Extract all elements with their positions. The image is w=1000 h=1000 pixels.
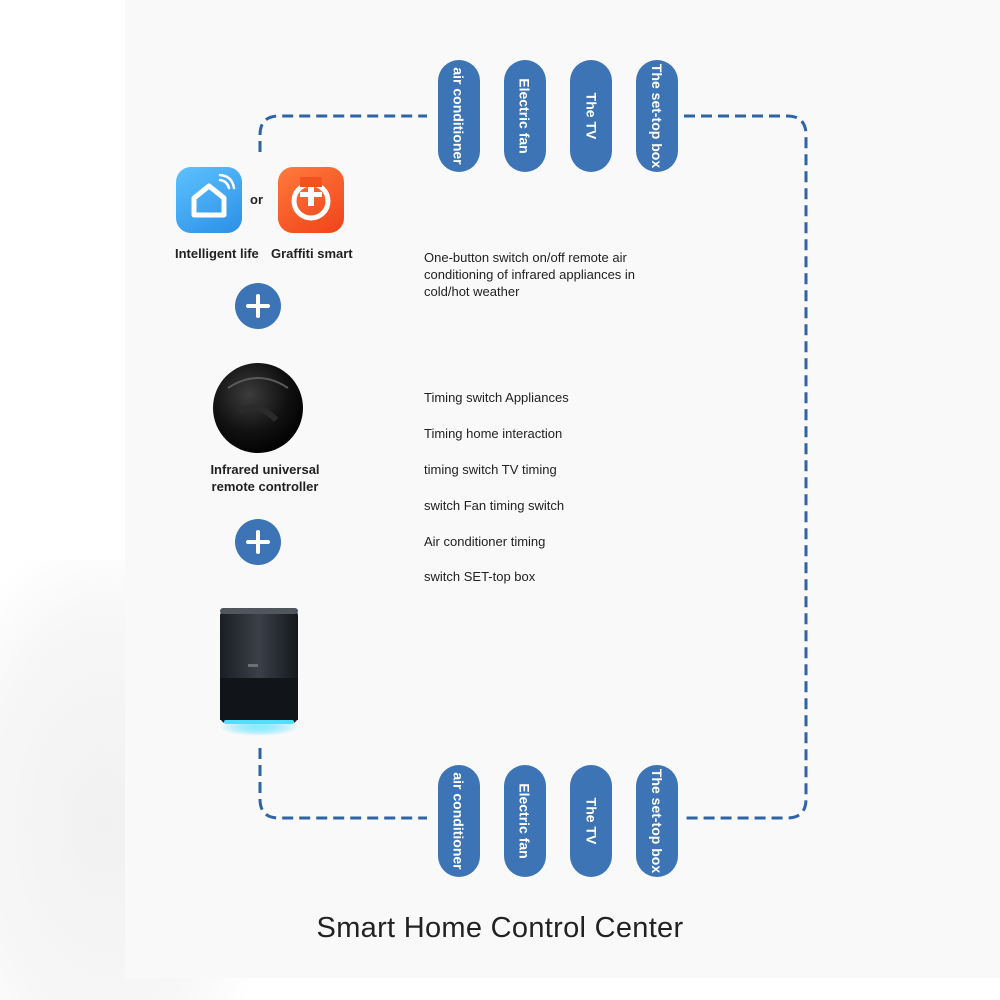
ir-remote-label: Infrared universal remote controller bbox=[195, 461, 335, 495]
timing-line: Timing switch Appliances bbox=[424, 390, 569, 405]
page-title: Smart Home Control Center bbox=[316, 912, 684, 944]
dashed-line-bottom-left bbox=[258, 748, 427, 820]
timing-line: Air conditioner timing bbox=[424, 534, 546, 549]
description-line: One-button switch on/off remote air bbox=[424, 250, 627, 265]
or-separator: or bbox=[250, 192, 263, 207]
timing-line: switch Fan timing switch bbox=[424, 498, 565, 513]
bottom-pill-set-top-box: The set-top box bbox=[636, 765, 678, 877]
top-pill-label: air conditioner bbox=[451, 67, 468, 165]
top-pill-set-top-box: The set-top box bbox=[636, 60, 678, 172]
ir-remote-label-line: remote controller bbox=[211, 479, 319, 494]
top-pill-label: The TV bbox=[583, 92, 600, 140]
top-pill-label: The set-top box bbox=[649, 63, 666, 169]
ir-remote-label-line: Infrared universal bbox=[210, 462, 320, 477]
intelligent-life-label: Intelligent life bbox=[175, 246, 259, 261]
bottom-pill-label: The set-top box bbox=[649, 768, 666, 874]
bottom-pill-label: air conditioner bbox=[451, 772, 468, 870]
intelligent-life-app-icon bbox=[176, 167, 242, 233]
timing-line: Timing home interaction bbox=[424, 426, 563, 441]
bottom-pill-air-conditioner: air conditioner bbox=[438, 765, 480, 877]
timing-line: timing switch TV timing bbox=[424, 462, 557, 477]
ir-remote-device-icon bbox=[213, 363, 303, 453]
smart-speaker-icon bbox=[219, 608, 299, 736]
plus-icon bbox=[235, 283, 281, 329]
bottom-pill-label: Electric fan bbox=[517, 783, 534, 859]
dashed-line-top-right bbox=[684, 114, 808, 820]
content-panel bbox=[125, 0, 1000, 978]
one-button-description: One-button switch on/off remote air cond… bbox=[424, 249, 635, 300]
dashed-line-top-left bbox=[258, 114, 427, 152]
bottom-pill-tv: The TV bbox=[570, 765, 612, 877]
house-wifi-icon bbox=[191, 173, 236, 218]
description-line: cold/hot weather bbox=[424, 284, 520, 299]
graffiti-smart-label: Graffiti smart bbox=[271, 246, 353, 261]
graffiti-smart-app-icon bbox=[278, 167, 344, 233]
bottom-pill-label: The TV bbox=[583, 797, 600, 845]
top-pill-tv: The TV bbox=[570, 60, 612, 172]
top-pill-air-conditioner: air conditioner bbox=[438, 60, 480, 172]
top-pill-label: Electric fan bbox=[517, 78, 534, 154]
letter-t-icon bbox=[291, 177, 331, 221]
plus-icon bbox=[235, 519, 281, 565]
bottom-pill-electric-fan: Electric fan bbox=[504, 765, 546, 877]
top-pill-electric-fan: Electric fan bbox=[504, 60, 546, 172]
timing-line: switch SET-top box bbox=[424, 569, 536, 584]
description-line: conditioning of infrared appliances in bbox=[424, 267, 636, 282]
